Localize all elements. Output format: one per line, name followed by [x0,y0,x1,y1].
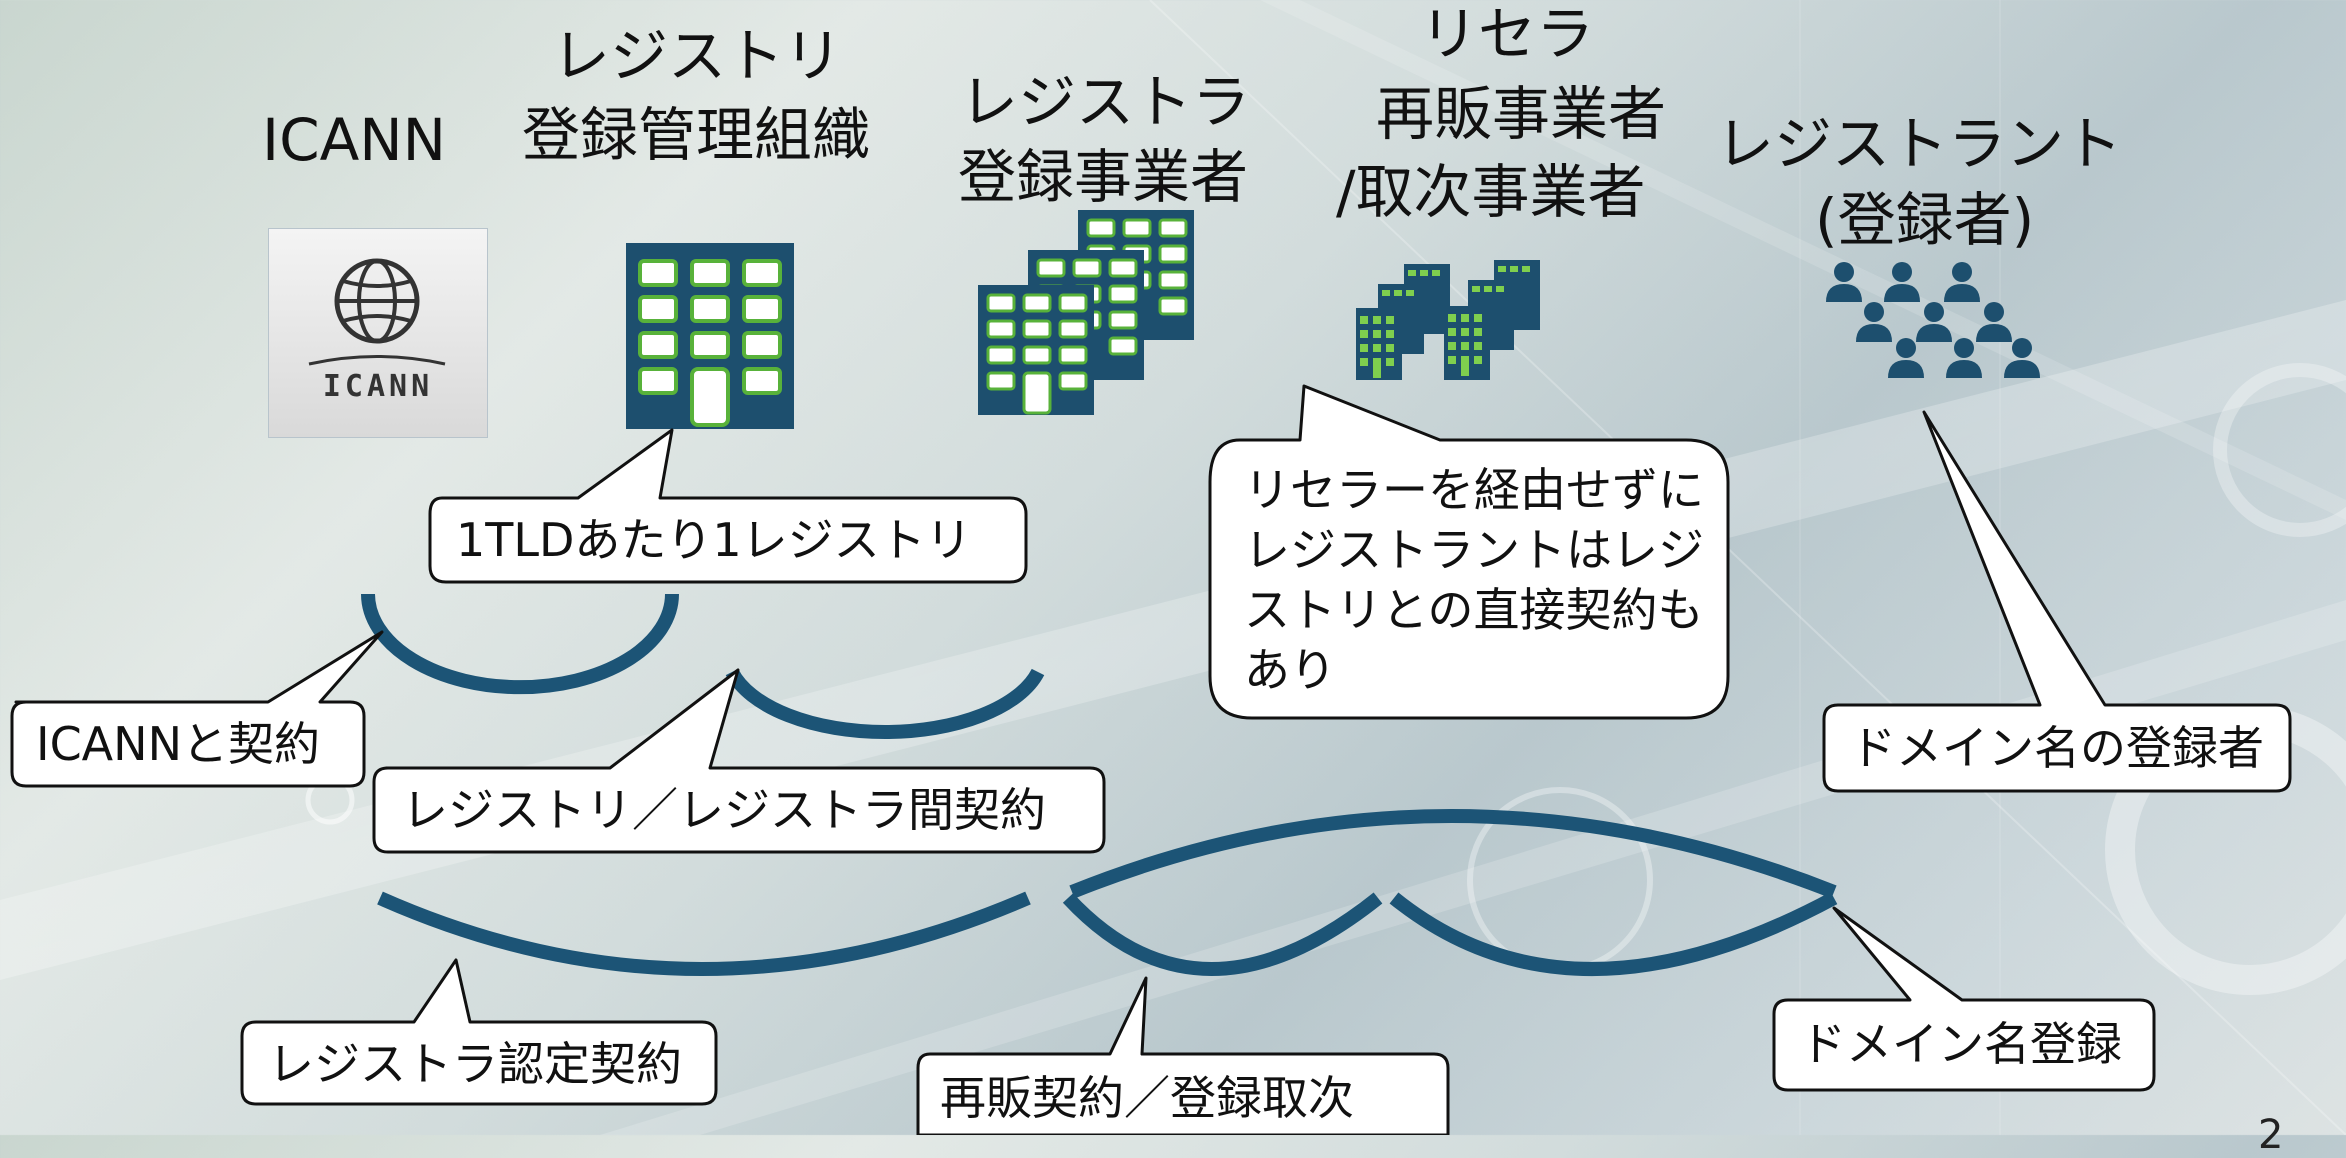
callout-resale-contract-shape [916,976,1450,1135]
callout-reseller-note-line2: レジストラントはレジ [1244,523,1704,577]
callout-domain-registration-shape [1772,906,2156,1092]
reseller-title-line3: /取次事業者 [1336,158,1646,226]
registrant-title-line2: (登録者) [1815,186,2035,254]
small-buildings-icon [1356,260,1540,380]
callout-one-registry-shape [428,428,1028,584]
registrar-title-line2: 登録事業者 [958,143,1249,211]
reseller-title-line2: 再販事業者 [1376,80,1667,148]
callout-registrar-accreditation-shape [240,958,718,1106]
callout-icann-contract-shape [10,630,384,788]
icann-logo-icon: ICANN [268,228,488,438]
callout-registrant-desc: ドメイン名の登録者 [1850,721,2264,775]
callout-one-registry: 1TLDあたり1レジストリ [456,513,972,567]
registry-title-line1: レジストリ [552,22,843,90]
callout-resale-contract: 再販契約／登録取次 [940,1071,1354,1125]
callout-registrar-accreditation: レジストラ認定契約 [268,1037,682,1091]
callout-reseller-note-shape [1208,384,1730,720]
icann-logo-text: ICANN [322,369,434,404]
callout-reseller-note-line3: ストリとの直接契約も [1244,583,1704,637]
icann-title: ICANN [262,106,447,174]
registry-title-line2: 登録管理組織 [522,101,871,169]
callout-domain-registration: ドメイン名登録 [1800,1017,2122,1071]
callout-registry-registrar-shape [372,668,1106,854]
registrar-title-line1: レジストラ [960,68,1251,136]
people-group-icon [1826,262,2040,378]
page-number: 2 [2258,1112,2284,1158]
registrant-title-line1: レジストラント [1716,110,2123,178]
callout-icann-contract: ICANNと契約 [36,717,320,771]
reseller-title-line1: リセラ [1420,0,1595,68]
single-building-icon [626,243,794,429]
callout-registry-registrar-contract: レジストリ／レジストラ間契約 [402,783,1046,837]
callout-reseller-note-line1: リセラーを経由せずに [1244,463,1704,517]
multiple-buildings-icon [978,210,1194,415]
callout-registrant-desc-shape [1822,410,2292,793]
callout-reseller-note-line4: あり [1244,643,1336,697]
